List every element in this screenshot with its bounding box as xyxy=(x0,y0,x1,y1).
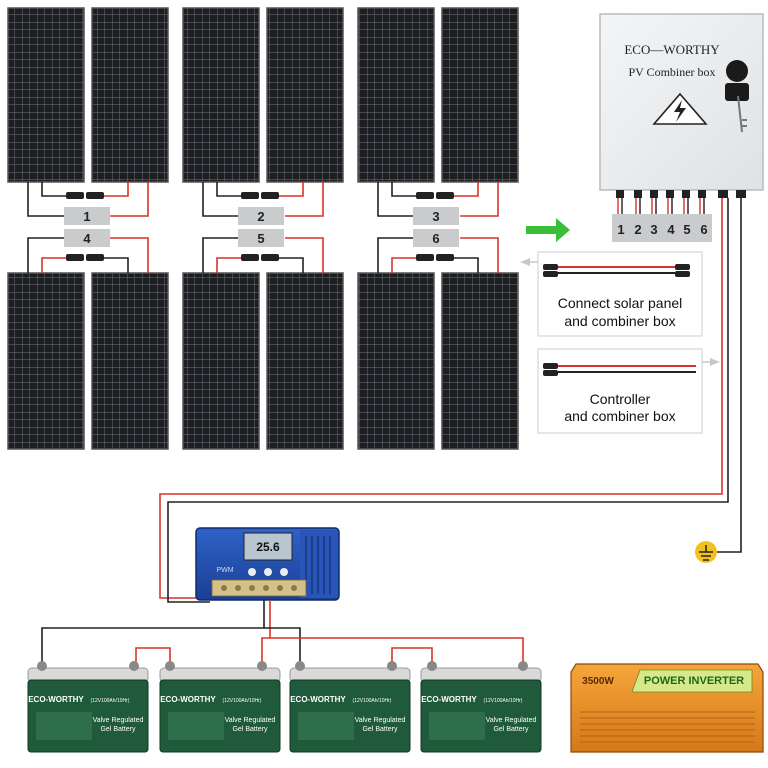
legend-panel-cable-line1: Connect solar panel xyxy=(558,295,683,311)
legend-controller-cable-line2: and combiner box xyxy=(564,408,675,424)
battery-brand: ECO-WORTHY xyxy=(28,695,84,704)
lock-icon xyxy=(725,60,749,133)
string-label-3: 3 xyxy=(432,209,439,224)
string-label-6: 6 xyxy=(432,231,439,246)
battery-type-line1: Valve Regulated xyxy=(486,717,537,724)
battery-bank: ECO-WORTHY (12V100Ah/10Hr) Valve Regulat… xyxy=(27,661,542,753)
battery-type-line2: Gel Battery xyxy=(362,726,398,733)
battery-brand: ECO-WORTHY xyxy=(421,695,477,704)
battery: ECO-WORTHY (12V100Ah/10Hr) Valve Regulat… xyxy=(159,661,281,753)
solar-panel xyxy=(441,7,519,183)
solar-panel-array xyxy=(7,7,519,450)
battery-wiring xyxy=(41,600,524,662)
string-label-4: 4 xyxy=(83,231,91,246)
battery-type-line2: Gel Battery xyxy=(100,726,136,733)
flow-arrow xyxy=(526,218,570,242)
solar-panel xyxy=(357,272,435,450)
legend-panel-cable-line2: and combiner box xyxy=(564,313,675,329)
legend-controller-cable: Controller and combiner box xyxy=(537,348,720,434)
solar-panel xyxy=(7,272,85,450)
solar-panel xyxy=(91,272,169,450)
battery: ECO-WORTHY (12V100Ah/10Hr) Valve Regulat… xyxy=(289,661,411,753)
battery-spec: (12V100Ah/10Hr) xyxy=(484,698,523,704)
battery-type-line2: Gel Battery xyxy=(493,726,529,733)
solar-panel xyxy=(266,272,344,450)
combiner-title: PV Combiner box xyxy=(628,65,715,79)
solar-panel xyxy=(182,272,260,450)
solar-panel xyxy=(7,7,85,183)
controller-feed-wires xyxy=(159,198,742,603)
panel-wiring xyxy=(27,182,499,273)
battery-spec: (12V100Ah/10Hr) xyxy=(91,698,130,704)
terminal-2: 2 xyxy=(634,222,641,237)
terminal-4: 4 xyxy=(667,222,675,237)
terminal-3: 3 xyxy=(650,222,657,237)
battery-spec: (12V100Ah/10Hr) xyxy=(353,698,392,704)
battery-brand: ECO-WORTHY xyxy=(290,695,346,704)
pv-combiner-box: ECO—WORTHY PV Combiner box xyxy=(599,13,764,242)
combiner-brand: ECO—WORTHY xyxy=(624,42,720,57)
battery-type-line1: Valve Regulated xyxy=(225,717,276,724)
legend-panel-cable: Connect solar panel and combiner box xyxy=(520,251,703,337)
controller-badge: PWM xyxy=(216,567,233,574)
solar-panel xyxy=(266,7,344,183)
battery-type-line1: Valve Regulated xyxy=(93,717,144,724)
battery-type-line2: Gel Battery xyxy=(232,726,268,733)
terminal-5: 5 xyxy=(683,222,690,237)
inverter-title: POWER INVERTER xyxy=(644,675,744,687)
string-labels: 1 4 2 5 3 6 xyxy=(64,207,459,247)
solar-panel xyxy=(357,7,435,183)
mc4-connectors xyxy=(66,192,454,261)
string-label-2: 2 xyxy=(257,209,264,224)
ground-icon xyxy=(695,541,717,563)
battery-type-line1: Valve Regulated xyxy=(355,717,406,724)
battery-brand: ECO-WORTHY xyxy=(160,695,216,704)
inverter-power: 3500W xyxy=(582,676,614,687)
solar-panel xyxy=(182,7,260,183)
solar-panel xyxy=(91,7,169,183)
battery: ECO-WORTHY (12V100Ah/10Hr) Valve Regulat… xyxy=(27,661,149,753)
string-label-5: 5 xyxy=(257,231,264,246)
terminal-wires xyxy=(617,198,705,214)
charge-controller: 25.6 PWM xyxy=(195,527,340,601)
controller-display: 25.6 xyxy=(256,540,280,554)
battery-spec: (12V100Ah/10Hr) xyxy=(223,698,262,704)
string-label-1: 1 xyxy=(83,209,90,224)
battery: ECO-WORTHY (12V100Ah/10Hr) Valve Regulat… xyxy=(420,661,542,753)
solar-panel xyxy=(441,272,519,450)
high-voltage-warning-icon xyxy=(652,92,708,125)
terminal-1: 1 xyxy=(617,222,624,237)
cable-glands xyxy=(616,190,746,198)
legend-controller-cable-line1: Controller xyxy=(590,391,651,407)
power-inverter: POWER INVERTER 3500W xyxy=(570,663,764,753)
terminal-6: 6 xyxy=(700,222,707,237)
